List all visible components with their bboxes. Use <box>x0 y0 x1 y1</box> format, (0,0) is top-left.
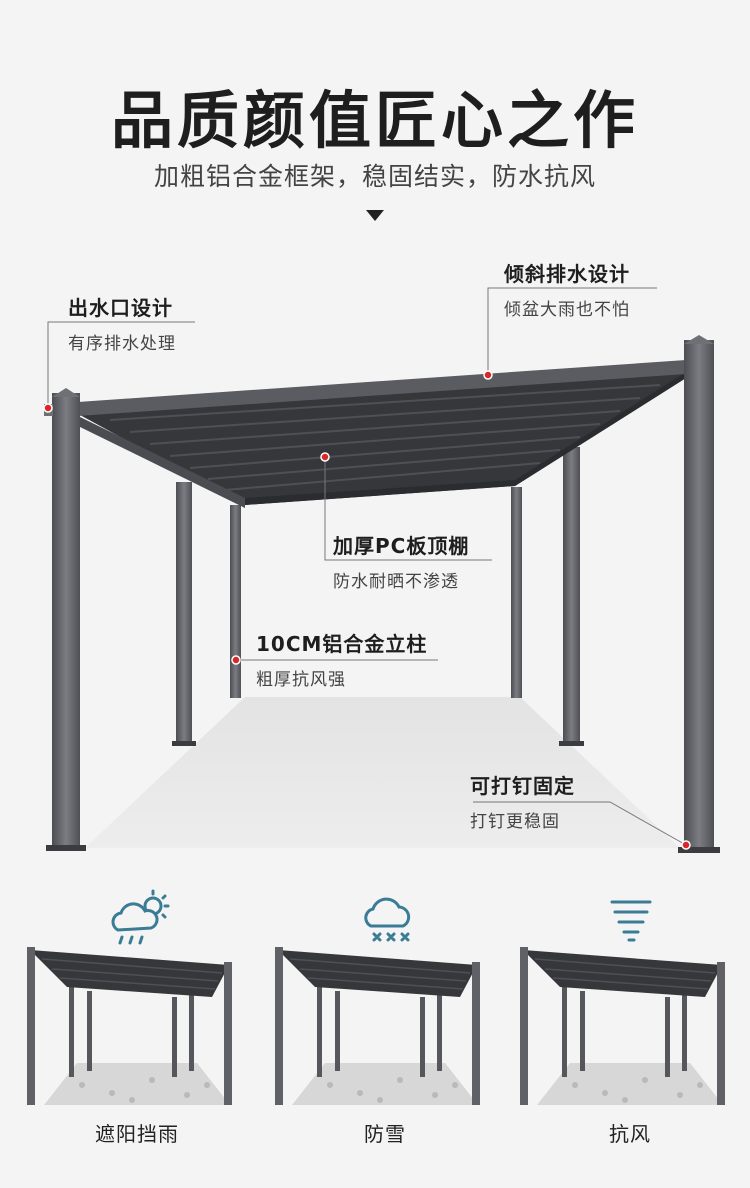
page-title: 品质颜值匠心之作 <box>110 84 639 157</box>
sun-rain-cloud-icon <box>111 889 170 945</box>
callout-pillar: 10CM铝合金立柱 粗厚抗风强 <box>256 628 427 690</box>
callout-nail-sub: 打钉更稳固 <box>470 812 560 832</box>
feature-label-rain: 遮阳挡雨 <box>95 1122 179 1146</box>
carport-thumbnail <box>520 947 725 1105</box>
callout-roof-title: 加厚PC板顶棚 <box>333 534 470 558</box>
tornado-icon <box>610 900 652 942</box>
callout-nail-title: 可打钉固定 <box>470 774 575 798</box>
snow-cloud-icon <box>364 897 411 942</box>
callout-pillar-title: 10CM铝合金立柱 <box>256 632 428 656</box>
callout-outlet-title: 出水口设计 <box>68 296 173 320</box>
callout-outlet: 出水口设计 有序排水处理 <box>68 292 176 354</box>
carport-thumbnail <box>275 947 480 1105</box>
callout-slope-title: 倾斜排水设计 <box>504 262 630 286</box>
callout-pillar-sub: 粗厚抗风强 <box>256 670 346 690</box>
feature-panel-wind: 抗风 <box>515 880 745 1170</box>
callout-roof-sub: 防水耐晒不渗透 <box>333 572 459 592</box>
callout-slope-sub: 倾盆大雨也不怕 <box>504 300 630 320</box>
feature-panel-rain: 遮阳挡雨 <box>22 880 252 1170</box>
feature-label-wind: 抗风 <box>609 1122 651 1146</box>
feature-label-snow: 防雪 <box>364 1122 406 1146</box>
arrow-down-icon <box>366 210 384 221</box>
callout-nail: 可打钉固定 打钉更稳固 <box>470 770 575 832</box>
callout-roof: 加厚PC板顶棚 防水耐晒不渗透 <box>333 530 469 592</box>
callout-slope: 倾斜排水设计 倾盆大雨也不怕 <box>504 258 630 320</box>
callout-outlet-sub: 有序排水处理 <box>68 334 176 354</box>
page-subtitle: 加粗铝合金框架，稳固结实，防水抗风 <box>153 162 596 191</box>
feature-panels: 遮阳挡雨 <box>0 880 750 1180</box>
carport-thumbnail <box>27 947 232 1105</box>
feature-panel-snow: 防雪 <box>270 880 500 1170</box>
carport-hero-image <box>43 287 720 853</box>
